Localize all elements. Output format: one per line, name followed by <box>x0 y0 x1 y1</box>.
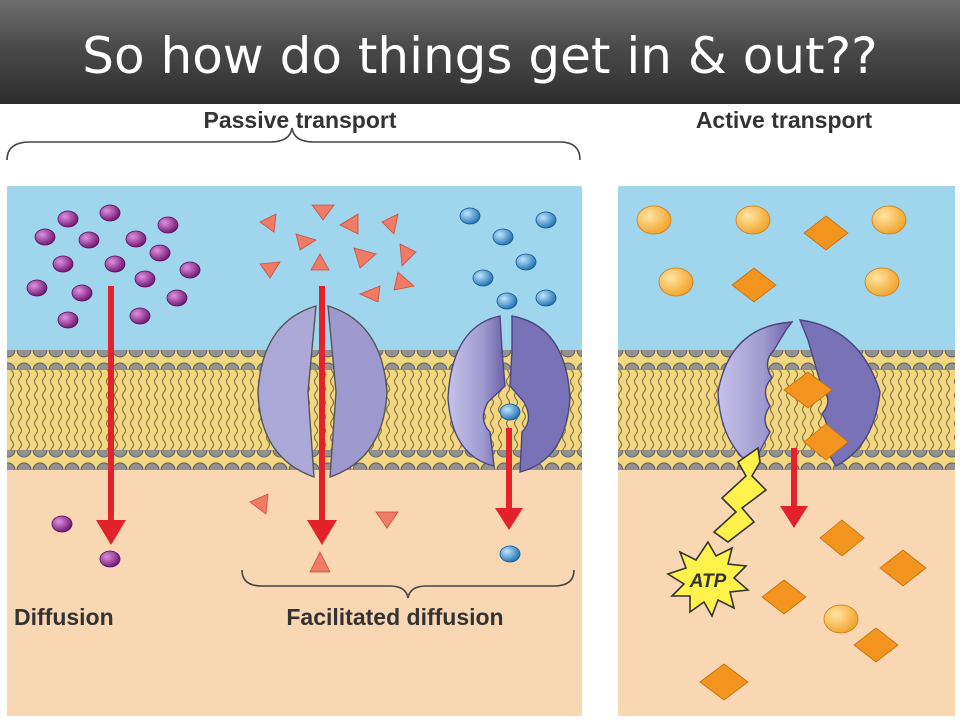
salmon-molecules <box>249 204 417 573</box>
diffusion-arrow <box>96 286 126 545</box>
facilitated-brace <box>241 569 575 599</box>
diffusion-molecules <box>26 204 201 568</box>
orange-diamonds <box>699 215 927 701</box>
pump-protein <box>717 319 881 468</box>
channel-protein <box>257 305 388 479</box>
channel-arrow <box>307 286 337 545</box>
diffusion-label: Diffusion <box>14 604 114 630</box>
slide-title: So how do things get in & out?? <box>82 27 878 85</box>
carrier-arrow <box>495 428 523 530</box>
orange-spheres <box>636 205 907 634</box>
passive-transport-label: Passive transport <box>203 107 396 133</box>
carrier-protein <box>447 315 571 473</box>
title-bar <box>0 0 960 104</box>
atp-burst: ATP <box>666 540 750 618</box>
membrane-transport-diagram: Passive transport Active transport <box>6 107 955 716</box>
blue-molecules <box>459 207 557 563</box>
passive-brace <box>6 127 581 161</box>
atp-energy-bolt <box>712 446 768 543</box>
active-panel <box>618 186 955 716</box>
active-transport-label: Active transport <box>696 107 873 133</box>
active-arrow <box>780 448 808 528</box>
facilitated-diffusion-label: Facilitated diffusion <box>286 604 503 630</box>
atp-label: ATP <box>689 571 727 592</box>
